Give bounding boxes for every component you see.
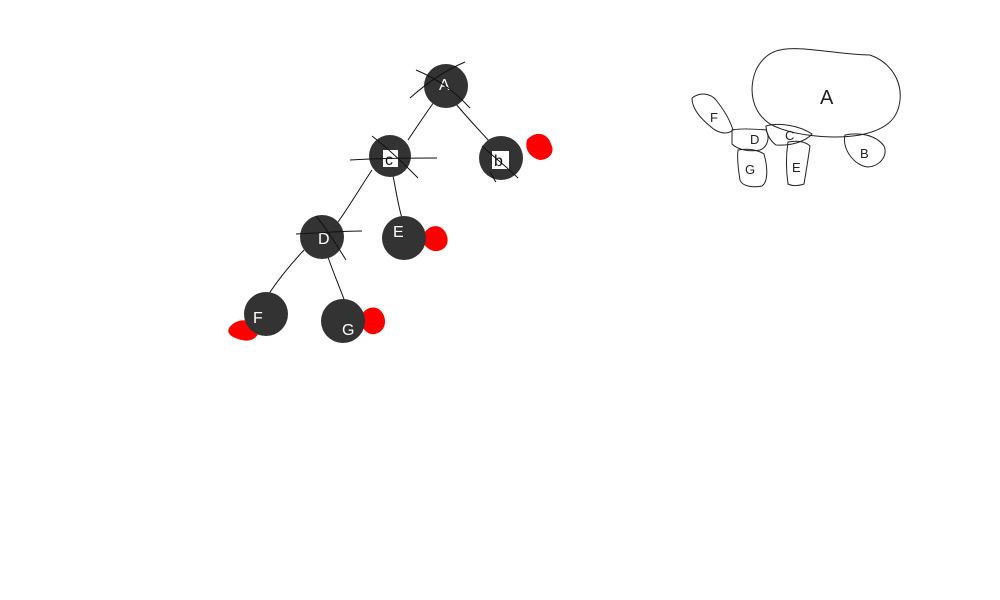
edge-c-d xyxy=(337,169,373,223)
red-mark-g xyxy=(361,307,386,335)
red-mark-e xyxy=(422,226,448,252)
sketch-label-c: C xyxy=(785,128,794,143)
sketch-g-blob xyxy=(737,148,768,188)
node-e xyxy=(382,216,426,260)
sketch-label-d: D xyxy=(750,132,759,147)
cross-b-1 xyxy=(481,145,519,179)
cross-d-2 xyxy=(315,215,347,261)
sketch-label-e: E xyxy=(792,160,801,175)
node-d xyxy=(300,215,344,259)
sketch-label-g: G xyxy=(745,162,755,177)
cross-b-2 xyxy=(489,171,497,183)
tree-nodes xyxy=(244,64,523,343)
cross-a-2 xyxy=(409,61,466,99)
node-label-d: D xyxy=(318,231,330,248)
cross-out-strokes xyxy=(295,61,519,261)
sketch-label-f: F xyxy=(710,110,718,125)
sketch-labels: A F D C B G E xyxy=(710,87,869,177)
edge-d-f xyxy=(267,249,305,296)
node-label-c: c xyxy=(385,152,393,169)
node-f xyxy=(244,292,288,336)
node-label-e: E xyxy=(393,224,404,241)
node-label-g: G xyxy=(342,322,354,339)
sketch-main-blob xyxy=(751,48,901,138)
edge-a-c xyxy=(407,101,435,141)
sketch-label-b: B xyxy=(860,146,869,161)
cross-a-1 xyxy=(415,69,471,109)
cross-c-1 xyxy=(349,157,438,161)
tree-edges xyxy=(267,101,491,303)
cross-d-1 xyxy=(295,230,363,235)
node-g xyxy=(321,299,365,343)
sketch-e-blob xyxy=(786,140,811,186)
cross-c-2 xyxy=(371,135,419,179)
sketch-c-blob xyxy=(765,123,813,146)
red-mark-b xyxy=(526,133,553,160)
label-box-b xyxy=(492,151,509,169)
sketch-b-blob xyxy=(844,133,886,168)
sketch-label-main: A xyxy=(820,87,834,109)
edge-a-b xyxy=(455,103,491,143)
edge-d-g xyxy=(327,256,346,303)
node-label-f: F xyxy=(253,310,263,327)
edge-c-e xyxy=(392,175,403,219)
node-label-b: b xyxy=(494,153,503,170)
node-labels: A c b D E F G xyxy=(253,77,503,339)
hand-sketch xyxy=(691,48,901,188)
